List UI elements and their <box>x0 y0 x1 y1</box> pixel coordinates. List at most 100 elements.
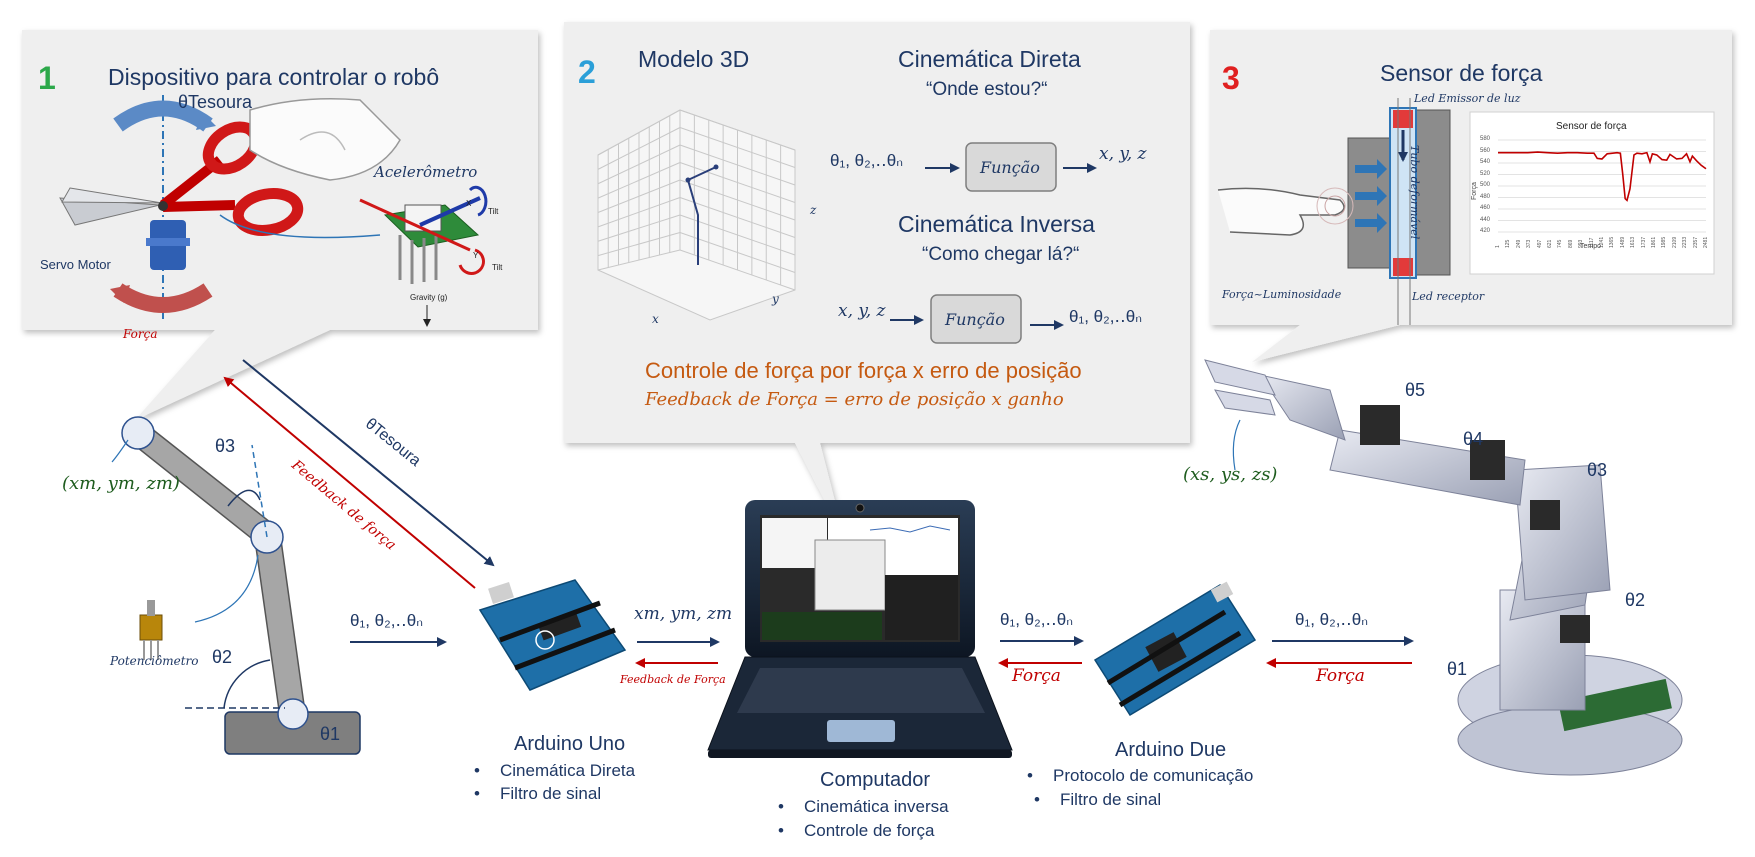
forca-label: Força <box>123 327 158 341</box>
chart-ytick-label: 580 <box>1480 136 1491 142</box>
robot-coords: (xs, ys, zs) <box>1183 464 1278 485</box>
computer-bullet-1: Cinemática inversa <box>778 798 948 815</box>
panel-3-number: 3 <box>1222 60 1240 96</box>
computer-bullet-2: Controle de força <box>778 822 934 839</box>
chart-xtick-label: 373 <box>1526 239 1533 248</box>
force-control-formula: Feedback de Força = erro de posição x ga… <box>645 389 1064 410</box>
due-bullet-1: Protocolo de comunicação <box>1027 767 1253 784</box>
due-thetas-out: θ₁, θ₂,‥θₙ <box>1295 610 1368 629</box>
chart-ytick-label: 440 <box>1480 216 1491 223</box>
scissors-illustration <box>59 95 401 322</box>
chart-xtick-label: 621 <box>1547 239 1553 248</box>
theta-tesoura-arrow <box>242 359 495 567</box>
chart-xtick-label: 2481 <box>1703 236 1709 248</box>
chart-xtick-label: 497 <box>1536 239 1543 248</box>
accelerometer-illustration <box>359 185 488 327</box>
gravity-label: Gravity (g) <box>410 293 448 302</box>
force-control-title: Controle de força por força x erro de po… <box>645 358 1082 383</box>
chart-xtick-label: 2233 <box>1682 236 1689 248</box>
controller-coords: (xm, ym, zm) <box>62 473 180 494</box>
chart-xtick-label: 1 <box>1495 245 1501 248</box>
inverse-function-label: Função <box>945 310 1005 329</box>
axis-x-label: X <box>466 199 472 208</box>
direct-kinematics-question: “Onde estou?“ <box>926 79 1048 100</box>
model-3d-title: Modelo 3D <box>638 46 750 72</box>
uno-xyz-label: xm, ym, zm <box>634 604 733 624</box>
panel-1-title: Dispositivo para controlar o robô <box>108 64 440 90</box>
theta-tesoura-label: θTesoura <box>178 92 253 112</box>
chart-ytick-label: 480 <box>1480 193 1491 200</box>
laptop <box>707 500 1013 758</box>
3d-model-grid <box>597 109 796 321</box>
chart-xtick-label: 993 <box>1578 239 1585 248</box>
chart-ytick-label: 560 <box>1480 147 1491 154</box>
chart-ytick-label: 520 <box>1480 170 1491 177</box>
robot-arm <box>1204 359 1683 776</box>
potenciometro-label: Potenciômetro <box>110 654 199 668</box>
chart-xtick-label: 1985 <box>1661 236 1668 248</box>
chart-xtick-label: 1489 <box>1619 236 1626 248</box>
uno-bullet-2: Filtro de sinal <box>474 785 601 802</box>
computer-title: Computador <box>820 769 931 791</box>
uno-bullet-1: Cinemática Direta <box>474 762 635 779</box>
panel-2-number: 2 <box>578 54 596 90</box>
chart-xtick-label: 1365 <box>1609 236 1616 248</box>
forca-luminosidade-label: Força~Luminosidade <box>1222 288 1342 301</box>
chart-series-line <box>1498 151 1707 202</box>
led-receptor-label: Led receptor <box>1412 290 1485 303</box>
grid-axis-y: y <box>772 292 779 306</box>
controller-arm <box>111 416 361 755</box>
direct-function-label: Função <box>980 158 1040 177</box>
due-forca-in: Força <box>1012 666 1061 686</box>
inverse-input-xyz: x, y, z <box>838 301 886 321</box>
robot-theta1: θ1 <box>1447 659 1468 679</box>
arduino-uno-board <box>478 579 627 691</box>
chart-xlabel: Tempo <box>1580 243 1602 250</box>
chart-ylabel: Força <box>1471 182 1478 200</box>
chart-xtick-label: 745 <box>1557 239 1564 248</box>
chart-xtick-label: 249 <box>1515 239 1522 248</box>
inverse-kinematics-question: “Como chegar lá?“ <box>922 244 1080 265</box>
due-bullet-2: Filtro de sinal <box>1034 791 1161 808</box>
tubo-label: Tubo deformável <box>1408 145 1421 240</box>
panel-1-number: 1 <box>38 60 56 96</box>
chart-ytick-label: 500 <box>1480 182 1491 188</box>
chart-xtick-label: 2357 <box>1692 236 1699 248</box>
inverse-kinematics-title: Cinemática Inversa <box>898 211 1095 237</box>
acelerometro-label: Acelerômetro <box>374 163 478 181</box>
force-sensor-illustration <box>1217 98 1451 325</box>
chart-ytick-label: 460 <box>1480 205 1491 211</box>
controller-theta2: θ2 <box>212 647 233 667</box>
thetas-to-uno-label: θ₁, θ₂,‥θₙ <box>350 611 423 630</box>
direct-kinematics-title: Cinemática Direta <box>898 46 1081 72</box>
grid-axis-x: x <box>652 312 659 326</box>
chart-xtick-label: 1737 <box>1640 236 1647 248</box>
led-emissor-label: Led Emissor de luz <box>1414 92 1521 105</box>
chart-ytick-label: 420 <box>1480 228 1491 234</box>
panel-3-title: Sensor de força <box>1380 60 1543 86</box>
due-title: Arduino Due <box>1115 739 1227 761</box>
axis-y-label: Y <box>473 251 479 260</box>
inverse-kinematics-flow <box>890 294 1064 344</box>
chart-xtick-label: 869 <box>1567 239 1574 248</box>
direct-output-xyz: x, y, z <box>1099 144 1147 164</box>
chart-xtick-label: 1241 <box>1599 236 1605 248</box>
chart-xtick-label: 1613 <box>1630 236 1637 248</box>
robot-theta4: θ4 <box>1463 429 1484 449</box>
chart-xtick-label: 1861 <box>1651 236 1657 248</box>
arduino-due-board <box>1093 581 1257 717</box>
due-thetas-in: θ₁, θ₂,‥θₙ <box>1000 610 1073 629</box>
robot-theta2: θ2 <box>1625 590 1646 610</box>
uno-title: Arduino Uno <box>514 733 626 755</box>
chart-xtick-label: 1117 <box>1588 237 1595 248</box>
chart-xtick-label: 125 <box>1505 239 1512 248</box>
robot-theta5: θ5 <box>1405 380 1426 400</box>
chart-title: Sensor de força <box>1556 121 1627 132</box>
chart-ytick-label: 540 <box>1480 159 1491 165</box>
uno-feedback-label: Feedback de Força <box>620 673 726 686</box>
direct-kinematics-flow <box>925 142 1097 192</box>
inverse-output-thetas: θ₁, θ₂,‥θₙ <box>1069 307 1142 326</box>
chart-xtick-label: 2109 <box>1671 236 1678 248</box>
